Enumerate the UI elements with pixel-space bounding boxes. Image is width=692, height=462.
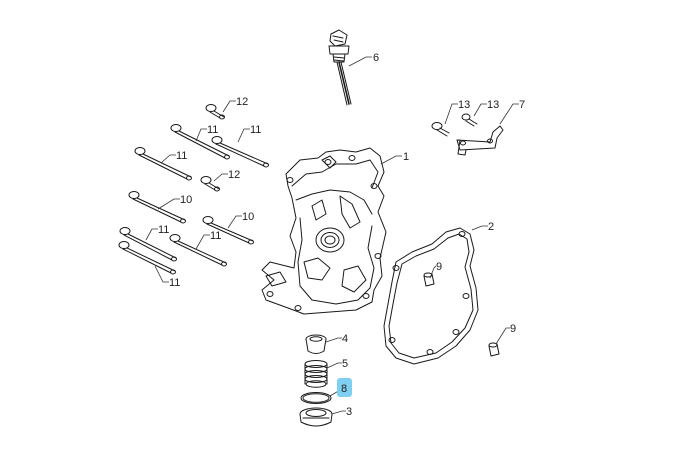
part-10-bolt-left[interactable] (128, 191, 186, 224)
part-3-drain-plug[interactable] (299, 407, 333, 427)
part-13-bolt-right[interactable] (461, 113, 478, 127)
part-11-bolt-5[interactable] (169, 234, 227, 267)
part-11-bolt-4[interactable] (119, 227, 177, 262)
part-11-bolt-2[interactable] (211, 136, 269, 168)
callout-4[interactable]: 4 (342, 333, 348, 345)
callout-8-highlight (337, 378, 352, 397)
callout-6[interactable]: 6 (373, 52, 379, 64)
callout-10-right[interactable]: 10 (242, 211, 254, 223)
callout-1[interactable]: 1 (403, 151, 409, 163)
callout-10-left[interactable]: 10 (180, 194, 192, 206)
callout-7[interactable]: 7 (519, 99, 525, 111)
part-11-bolt-1[interactable] (170, 124, 230, 160)
callout-9-upper[interactable]: 9 (436, 261, 442, 273)
part-13-bolt-left[interactable] (431, 122, 450, 137)
part-10-bolt-right[interactable] (202, 216, 254, 245)
leader-lines (145, 56, 519, 415)
callouts: 6 1 2 7 13 13 12 11 11 11 12 10 10 11 11… (158, 52, 525, 418)
part-9-dowel-upper[interactable] (423, 272, 435, 287)
part-12-bolt-top[interactable] (205, 104, 225, 120)
callout-11-d[interactable]: 11 (158, 224, 169, 236)
part-11-bolt-6[interactable] (118, 241, 176, 275)
part-4-cap[interactable] (305, 334, 327, 354)
callout-3[interactable]: 3 (346, 406, 352, 418)
callout-11-b[interactable]: 11 (250, 124, 261, 136)
callout-12-mid[interactable]: 12 (228, 169, 240, 181)
part-1-crankcase-cover[interactable] (261, 147, 387, 315)
callout-2[interactable]: 2 (488, 221, 494, 233)
part-11-bolt-3[interactable] (134, 147, 192, 181)
callout-11-a[interactable]: 11 (207, 124, 218, 136)
callout-13-right[interactable]: 13 (487, 99, 499, 111)
callout-13-left[interactable]: 13 (458, 99, 470, 111)
callout-8[interactable]: 8 (341, 383, 347, 395)
part-8-o-ring[interactable] (300, 392, 332, 404)
part-2-gasket[interactable] (383, 227, 479, 365)
callout-12-top[interactable]: 12 (236, 96, 248, 108)
callout-11-e[interactable]: 11 (210, 230, 221, 242)
part-7-bracket[interactable] (456, 125, 504, 156)
part-9-dowel-lower[interactable] (488, 342, 500, 357)
part-6-dipstick[interactable] (328, 29, 352, 106)
callout-11-f[interactable]: 11 (169, 277, 180, 289)
callout-5[interactable]: 5 (342, 358, 348, 370)
part-12-bolt-mid[interactable] (200, 176, 220, 192)
part-5-spring[interactable] (304, 360, 328, 388)
callout-9-lower[interactable]: 9 (510, 323, 516, 335)
callout-11-c[interactable]: 11 (176, 150, 187, 162)
